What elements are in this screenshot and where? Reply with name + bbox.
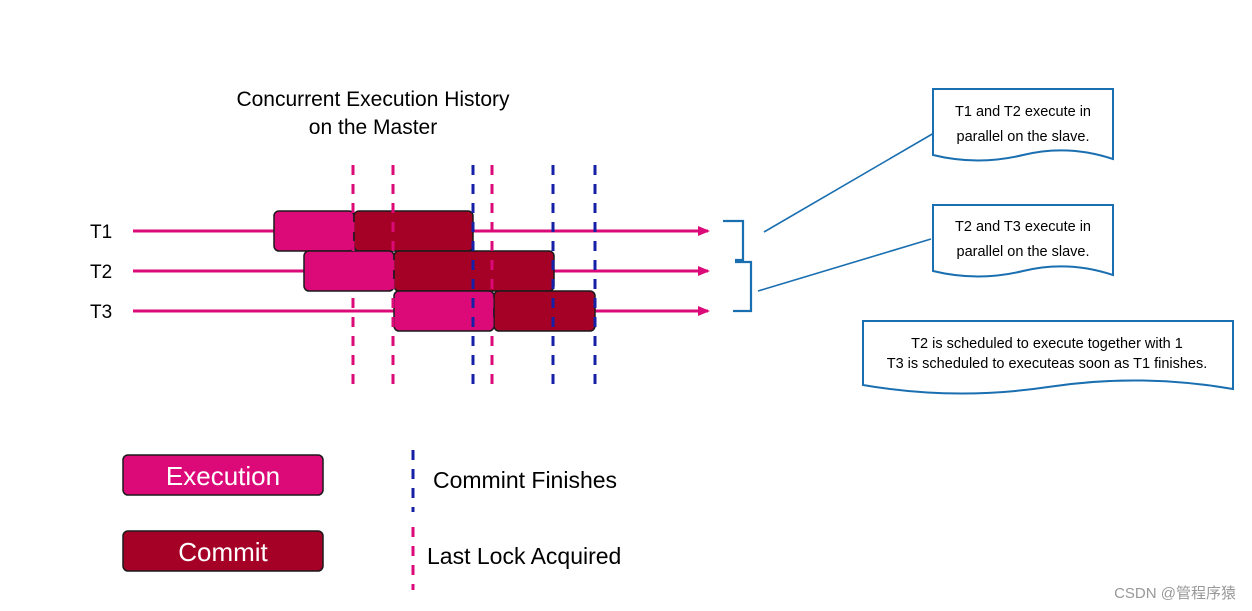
legend-last-lock-label: Last Lock Acquired — [427, 543, 621, 569]
note-3-line-1: T2 is scheduled to execute together with… — [911, 336, 1183, 352]
t1-commit-block — [353, 210, 474, 252]
note-2-line-1: T2 and T3 execute in — [955, 219, 1091, 235]
leader-line-note-2 — [757, 238, 932, 292]
note-3-shape — [862, 320, 1234, 395]
legend-commit-label: Commit — [178, 537, 268, 567]
diagram-title-line-1: Concurrent Execution History — [236, 88, 510, 111]
watermark-text: CSDN @管程序猿 — [1114, 585, 1236, 602]
t3-execution-block — [393, 290, 495, 332]
note-1-shape — [932, 88, 1114, 162]
row-label-t3: T3 — [90, 302, 112, 323]
legend-execution-swatch — [122, 454, 324, 496]
note-1-line-1: T1 and T2 execute in — [955, 104, 1091, 120]
bracket-t1-t2 — [723, 219, 745, 262]
note-3-line-2: T3 is scheduled to executeas soon as T1 … — [887, 356, 1208, 372]
row-label-t2: T2 — [90, 262, 112, 283]
t2-execution-block — [303, 250, 395, 292]
note-1-line-2: parallel on the slave. — [957, 129, 1090, 145]
legend-commit-finishes-label: Commint Finishes — [433, 467, 617, 493]
note-2-line-2: parallel on the slave. — [957, 244, 1090, 260]
t3-commit-block — [493, 290, 596, 332]
bracket-t2-t3 — [733, 260, 753, 313]
legend-commit-swatch — [122, 530, 324, 572]
note-2-shape — [932, 204, 1114, 278]
diagram-title-line-2: on the Master — [309, 116, 437, 139]
legend-execution-label: Execution — [166, 461, 280, 491]
row-label-t1: T1 — [90, 222, 112, 243]
t1-execution-block — [273, 210, 355, 252]
leader-line-note-1 — [763, 132, 935, 233]
